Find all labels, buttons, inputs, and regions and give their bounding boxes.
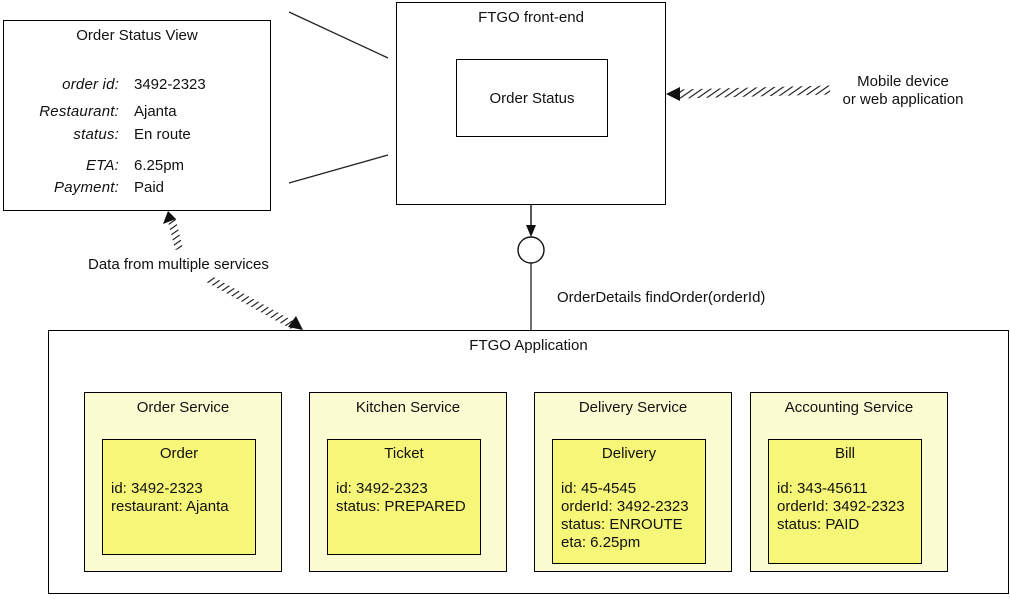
left-arrowhead-icon: [666, 87, 680, 101]
entity-field: id: 343-45611: [777, 480, 868, 497]
callout-line-bottom: [288, 154, 389, 184]
kitchen-service-title: Kitchen Service: [355, 399, 461, 416]
order-status-view-box: Order Status View order id: 3492-2323 Re…: [3, 20, 271, 211]
data-hatched-arrow-lower: [207, 275, 296, 330]
ftgo-front-end-box: FTGO front-end Order Status: [396, 2, 666, 205]
interface-lollipop-icon: [517, 236, 545, 264]
order-service-title: Order Service: [136, 399, 230, 416]
data-from-services-note: Data from multiple services: [88, 256, 269, 273]
accounting-service-title: Accounting Service: [784, 399, 914, 416]
field-row-order-id: order id: 3492-2323: [4, 76, 270, 95]
order-entity-title: Order: [159, 445, 199, 462]
field-value: En route: [134, 126, 191, 143]
field-label: ETA:: [85, 157, 119, 174]
field-value: 6.25pm: [134, 157, 185, 174]
down-arrowhead-icon: [526, 225, 536, 237]
entity-field: status: ENROUTE: [561, 516, 683, 533]
entity-field: id: 3492-2323: [336, 480, 428, 497]
entity-field: status: PREPARED: [336, 498, 466, 515]
find-order-api-label: OrderDetails findOrder(orderId): [557, 289, 766, 306]
order-entity-box: Order id: 3492-2323 restaurant: Ajanta: [102, 439, 256, 555]
device-hatched-arrow: [678, 85, 831, 99]
delivery-entity-fields: id: 45-4545 orderId: 3492-2323 status: E…: [561, 480, 689, 552]
entity-field: id: 45-4545: [561, 480, 637, 497]
field-row-payment: Payment: Paid: [4, 179, 270, 198]
ticket-entity-fields: id: 3492-2323 status: PREPARED: [336, 480, 466, 516]
ticket-entity-box: Ticket id: 3492-2323 status: PREPARED: [327, 439, 481, 555]
ftgo-application-title: FTGO Application: [469, 337, 588, 354]
field-value: 3492-2323: [134, 76, 206, 93]
entity-field: eta: 6.25pm: [561, 534, 641, 551]
order-status-view-title: Order Status View: [76, 27, 198, 44]
delivery-entity-box: Delivery id: 45-4545 orderId: 3492-2323 …: [552, 439, 706, 564]
field-row-eta: ETA: 6.25pm: [4, 157, 270, 176]
up-arrowhead-icon: [163, 211, 176, 224]
callout-line-top: [288, 11, 389, 59]
field-value: Ajanta: [134, 103, 177, 120]
entity-field: orderId: 3492-2323: [561, 498, 689, 515]
entity-field: id: 3492-2323: [111, 480, 203, 497]
field-value: Paid: [134, 179, 165, 196]
bill-entity-box: Bill id: 343-45611 orderId: 3492-2323 st…: [768, 439, 922, 564]
accounting-service-box: Accounting Service Bill id: 343-45611 or…: [750, 392, 948, 572]
order-status-component-box: Order Status: [456, 59, 608, 137]
entity-field: restaurant: Ajanta: [111, 498, 229, 515]
order-service-box: Order Service Order id: 3492-2323 restau…: [84, 392, 282, 572]
ticket-entity-title: Ticket: [384, 445, 424, 462]
mobile-device-note: Mobile device or web application: [833, 73, 973, 109]
field-label: Restaurant:: [39, 103, 119, 120]
delivery-service-title: Delivery Service: [578, 399, 688, 416]
mobile-device-note-line1: Mobile device: [857, 73, 949, 90]
field-row-status: status: En route: [4, 126, 270, 145]
delivery-service-box: Delivery Service Delivery id: 45-4545 or…: [534, 392, 732, 572]
mobile-device-note-line2: or web application: [842, 91, 964, 108]
delivery-entity-title: Delivery: [601, 445, 657, 462]
down-right-arrowhead-icon: [288, 316, 303, 330]
field-row-restaurant: Restaurant: Ajanta: [4, 103, 270, 122]
field-label: order id:: [62, 76, 119, 93]
data-hatched-arrow-upper: [167, 216, 183, 250]
entity-field: status: PAID: [777, 516, 860, 533]
field-label: Payment:: [54, 179, 119, 196]
bill-entity-fields: id: 343-45611 orderId: 3492-2323 status:…: [777, 480, 905, 534]
ftgo-front-end-title: FTGO front-end: [478, 9, 584, 26]
order-entity-fields: id: 3492-2323 restaurant: Ajanta: [111, 480, 229, 516]
kitchen-service-box: Kitchen Service Ticket id: 3492-2323 sta…: [309, 392, 507, 572]
field-label: status:: [73, 126, 119, 143]
ftgo-application-box: FTGO Application Order Service Order id:…: [48, 330, 1009, 594]
entity-field: orderId: 3492-2323: [777, 498, 905, 515]
bill-entity-title: Bill: [834, 445, 855, 462]
order-status-component-label: Order Status: [489, 89, 575, 107]
